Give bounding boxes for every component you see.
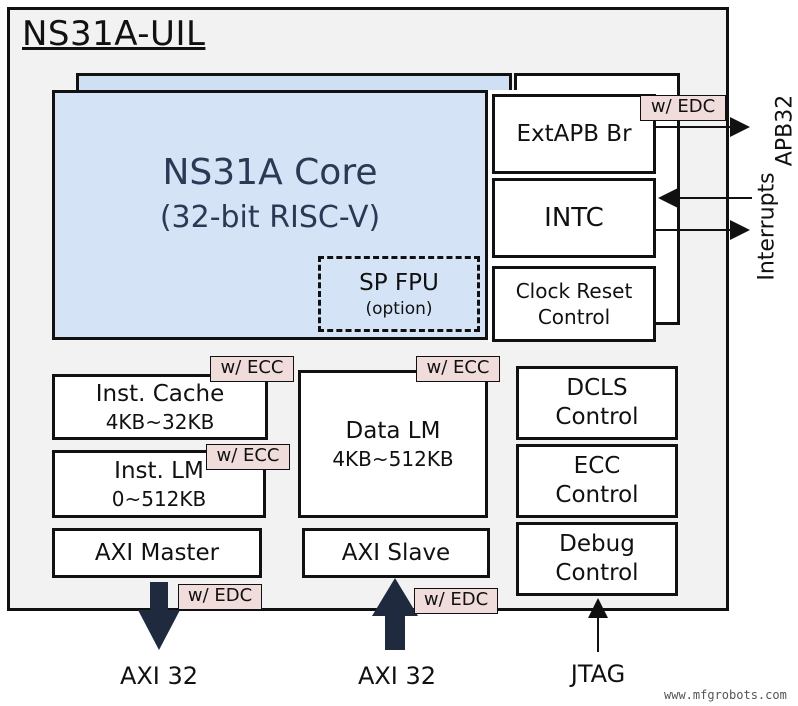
extapb-edc-tag: w/ EDC — [640, 95, 726, 121]
debug-line1: Debug — [559, 531, 635, 557]
extapb-label: ExtAPB Br — [516, 120, 632, 147]
clock-reset-line1: Clock Reset — [515, 279, 633, 303]
debug-control-box: Debug Control — [516, 522, 678, 596]
dcls-line2: Control — [555, 404, 639, 430]
inst-cache-ecc-tag: w/ ECC — [210, 356, 294, 382]
ecc-line1: ECC — [573, 453, 621, 479]
axi-slave-box: AXI Slave — [302, 528, 490, 578]
axi-in-label: AXI 32 — [357, 662, 437, 690]
core-subtitle: (32-bit RISC-V) — [159, 200, 381, 235]
axi-slave-label: AXI Slave — [341, 539, 451, 566]
inst-lm-ecc-tag: w/ ECC — [206, 444, 290, 470]
debug-line2: Control — [555, 560, 639, 586]
inst-cache-title: Inst. Cache — [95, 380, 225, 407]
ns31a-core-block — [52, 90, 488, 340]
clock-reset-box: Clock Reset Control — [492, 266, 656, 342]
axi-master-label: AXI Master — [94, 539, 220, 566]
inst-cache-box: Inst. Cache 4KB~32KB — [52, 374, 268, 440]
fpu-note: (option) — [365, 298, 433, 319]
axi-master-edc-tag: w/ EDC — [178, 584, 262, 610]
core-name: NS31A Core — [162, 152, 378, 193]
axi-out-label: AXI 32 — [119, 662, 199, 690]
data-lm-size: 4KB~512KB — [332, 446, 454, 471]
sp-fpu-block: SP FPU (option) — [318, 256, 480, 332]
extapb-bridge-box: ExtAPB Br — [492, 94, 656, 174]
apb32-label: APB32 — [772, 94, 798, 167]
fpu-name: SP FPU — [359, 269, 439, 296]
inst-lm-size: 0~512KB — [111, 486, 207, 511]
intc-label: INTC — [544, 203, 604, 233]
dcls-control-box: DCLS Control — [516, 366, 678, 440]
axi-master-box: AXI Master — [52, 528, 262, 578]
ecc-line2: Control — [555, 482, 639, 508]
inst-lm-title: Inst. LM — [114, 457, 204, 484]
ecc-control-box: ECC Control — [516, 444, 678, 518]
interrupts-label: Interrupts — [754, 172, 780, 281]
axi-slave-edc-tag: w/ EDC — [414, 588, 498, 614]
axi-slave-up-arrow — [372, 578, 418, 650]
jtag-label: JTAG — [570, 660, 626, 688]
data-lm-box: Data LM 4KB~512KB — [298, 370, 488, 518]
axi-master-down-arrow — [138, 582, 180, 650]
chip-title: NS31A-UIL — [22, 14, 206, 54]
core-shadow — [76, 73, 512, 93]
dcls-line1: DCLS — [566, 375, 628, 401]
data-lm-ecc-tag: w/ ECC — [416, 356, 500, 382]
inst-cache-size: 4KB~32KB — [105, 409, 215, 434]
data-lm-title: Data LM — [345, 417, 441, 444]
clock-reset-line2: Control — [537, 305, 611, 329]
watermark: www.mfgrobots.com — [664, 688, 787, 702]
intc-box: INTC — [492, 178, 656, 258]
